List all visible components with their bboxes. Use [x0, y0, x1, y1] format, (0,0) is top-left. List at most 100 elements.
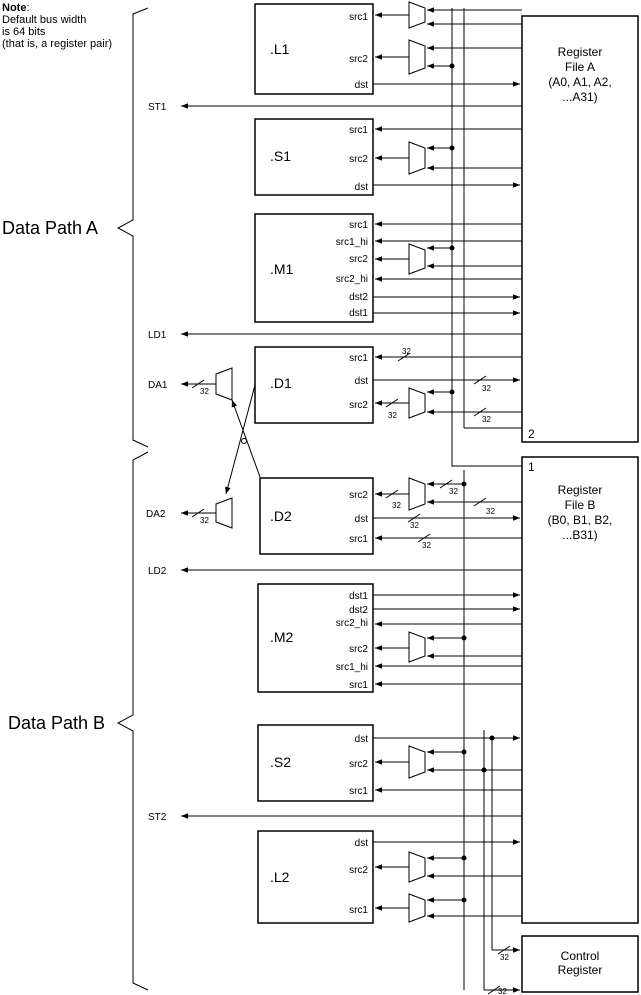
- mux-l1-src1: [408, 1, 426, 29]
- cross-bus-port1: [451, 430, 522, 467]
- bw-d1-src2b: 32: [482, 415, 491, 424]
- bw-d1-src2: 32: [388, 411, 397, 420]
- l1-port-src1: src1: [349, 12, 368, 23]
- port-number-2: 2: [528, 427, 535, 441]
- rf-a-line-1: File A: [565, 60, 595, 74]
- d1-port-dst: dst: [355, 376, 369, 387]
- m1-port-dst2: dst2: [349, 292, 368, 303]
- l1-port-src2: src2: [349, 54, 368, 65]
- d2-port-src2: src2: [349, 490, 368, 501]
- s1-port-dst: dst: [355, 182, 369, 193]
- unit-l2-label: .L2: [270, 869, 290, 885]
- ext-st1: ST1: [148, 102, 167, 113]
- mux-d1: [408, 387, 426, 419]
- data-path-b-label: Data Path B: [8, 713, 105, 733]
- mux-m2: [408, 631, 426, 663]
- brace-a: [116, 7, 149, 448]
- unit-l1-label: .L1: [270, 41, 290, 57]
- d1-port-src1: src1: [349, 353, 368, 364]
- bw-ctrl-1: 32: [500, 953, 509, 962]
- unit-m2: [257, 583, 374, 693]
- m1-port-src2-hi: src2_hi: [336, 274, 368, 285]
- unit-m1: [254, 213, 374, 323]
- mux-l1-src2: [408, 39, 426, 75]
- bw-d2-src1: 32: [422, 541, 431, 550]
- s2-port-src2: src2: [349, 759, 368, 770]
- s1-port-src1: src1: [349, 125, 368, 136]
- bw-d1-dst: 32: [482, 384, 491, 393]
- bw-da1: 32: [200, 387, 209, 396]
- unit-d1-label: .D1: [270, 375, 292, 391]
- bw-d2-a: 32: [449, 487, 458, 496]
- unit-d2: [259, 477, 374, 555]
- ext-da1: DA1: [148, 380, 168, 391]
- unit-m1-label: .M1: [270, 261, 294, 277]
- unit-d1: [254, 346, 374, 424]
- unit-s1: [254, 118, 374, 196]
- mux-m1: [408, 243, 426, 275]
- unit-m2-label: .M2: [270, 629, 294, 645]
- control-register: [521, 935, 639, 993]
- register-file-a: [521, 15, 639, 443]
- m1-port-src1: src1: [349, 220, 368, 231]
- ext-st2: ST2: [148, 812, 167, 823]
- bw-d2-b: 32: [486, 507, 495, 516]
- s2-port-src1: src1: [349, 786, 368, 797]
- m2-port-src2: src2: [349, 644, 368, 655]
- m2-port-src1: src1: [349, 680, 368, 691]
- note-line-2: is 64 bits: [2, 26, 46, 38]
- m1-port-dst1: dst1: [349, 308, 368, 319]
- d1-port-src2: src2: [349, 400, 368, 411]
- note-text: Note: Default bus width is 64 bits (that…: [2, 2, 112, 50]
- unit-l1: [254, 3, 374, 95]
- rf-b-line-1: File B: [565, 498, 596, 512]
- unit-s2-label: .S2: [270, 754, 291, 770]
- note-line-1: Default bus width: [2, 14, 87, 26]
- s2-port-dst: dst: [355, 734, 369, 745]
- bw-d2-src2: 32: [392, 501, 401, 510]
- mux-s2: [408, 745, 426, 779]
- ctrl-line-0: Control: [561, 949, 600, 963]
- bw-d2-dst: 32: [410, 521, 419, 530]
- port-number-1: 1: [528, 460, 535, 474]
- rf-b-line-3: ...B31): [562, 528, 597, 542]
- unit-s1-label: .S1: [270, 148, 291, 164]
- mux-da1: [215, 367, 233, 401]
- m2-port-dst1: dst1: [349, 591, 368, 602]
- unit-s2: [257, 724, 374, 802]
- rf-a-line-0: Register: [558, 45, 603, 59]
- l1-port-dst: dst: [355, 80, 369, 91]
- d2-port-src1: src1: [349, 534, 368, 545]
- note-line-0: :: [26, 2, 30, 14]
- l2-port-src2: src2: [349, 865, 368, 876]
- m2-port-dst2: dst2: [349, 605, 368, 616]
- mux-l2-src1: [408, 893, 426, 923]
- note-label: Note: [2, 2, 27, 14]
- m2-port-src1-hi: src1_hi: [336, 662, 368, 673]
- rf-a-line-2: (A0, A1, A2,: [548, 75, 611, 89]
- data-path-a-label: Data Path A: [2, 218, 98, 238]
- m1-port-src2: src2: [349, 254, 368, 265]
- ext-ld2: LD2: [148, 566, 167, 577]
- mux-d2: [408, 477, 426, 511]
- l2-port-dst: dst: [355, 838, 369, 849]
- mux-s1: [408, 141, 426, 175]
- ext-da2: DA2: [146, 509, 166, 520]
- m2-port-src2-hi: src2_hi: [336, 618, 368, 629]
- note-line-3: (that is, a register pair): [2, 38, 113, 50]
- l2-port-src1: src1: [349, 905, 368, 916]
- unit-d2-label: .D2: [270, 508, 292, 524]
- bw-ctrl-2: 32: [498, 987, 507, 995]
- brace-b: [116, 451, 149, 991]
- s1-port-src2: src2: [349, 154, 368, 165]
- rf-b-line-0: Register: [558, 483, 603, 497]
- m1-port-src1-hi: src1_hi: [336, 237, 368, 248]
- mux-l2-src2: [408, 851, 426, 883]
- ext-ld1: LD1: [148, 330, 167, 341]
- d2-port-dst: dst: [355, 514, 369, 525]
- bw-da2: 32: [200, 516, 209, 525]
- register-file-b: [521, 456, 639, 924]
- unit-l2: [257, 830, 374, 924]
- rf-b-line-2: (B0, B1, B2,: [548, 513, 613, 527]
